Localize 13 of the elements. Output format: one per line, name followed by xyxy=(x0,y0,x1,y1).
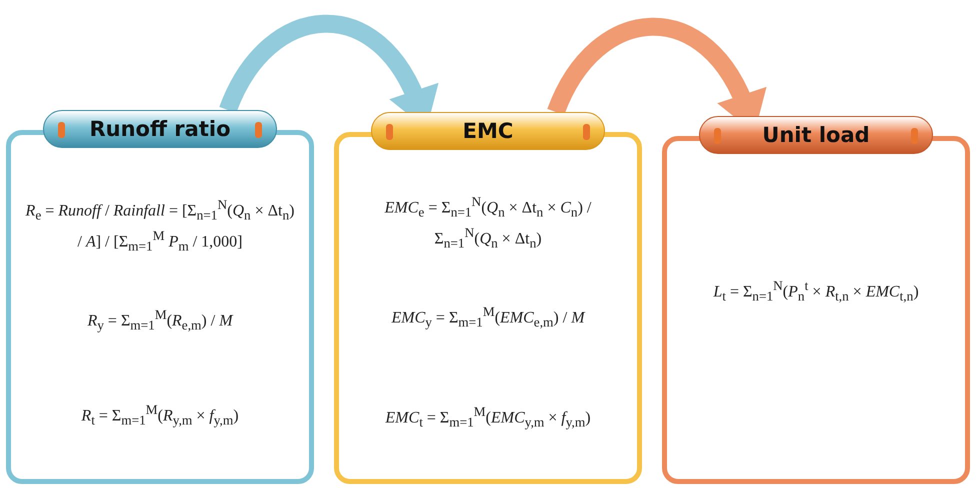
panel-heading: Unit load xyxy=(698,116,934,154)
formula: R$_{t}$ = Σ$_{m=1}$$^{M}$(R$_{y,m}$ × f$_{y,m}$) xyxy=(80,401,240,430)
formula: L$_{t}$ = Σ$_{n=1}$$^{N}$(P$_{n}$$^{t}$ × R$_{t,n}$ × EMC$_{t,n}$) xyxy=(712,277,920,306)
formula: EMC$_{y}$ = Σ$_{m=1}$$^{M}$(EMC$_{e,m}$) / M xyxy=(390,303,586,332)
formula: R$_{y}$ = Σ$_{m=1}$$^{M}$(R$_{e,m}$) / M xyxy=(86,306,234,335)
panel-heading: Runoff ratio xyxy=(42,110,278,148)
process-panel xyxy=(6,110,314,484)
formula: EMC$_{t}$ = Σ$_{m=1}$$^{M}$(EMC$_{y,m}$ × f$_{y,m}$) xyxy=(384,403,592,432)
process-panel xyxy=(334,112,642,484)
formula: EMC$_{e}$ = Σ$_{n=1}$$^{N}$(Q$_{n}$ × Δt$_{n}$ × C$_{n}$) / Σ$_{n=1}$$^{N}$(Q$_{n}$ × Δt$_{n}$) xyxy=(384,193,592,252)
formula: R$_{e}$ = Runoff / Rainfall = [Σ$_{n=1}$$^{N}$(Q$_{n}$ × Δt$_{n}$) / A] / [Σ$_{m=1}$$^{M}$ P$_{m}$ / 1,000] xyxy=(24,196,296,256)
process-panel xyxy=(662,116,970,484)
panel-heading: EMC xyxy=(370,112,606,150)
